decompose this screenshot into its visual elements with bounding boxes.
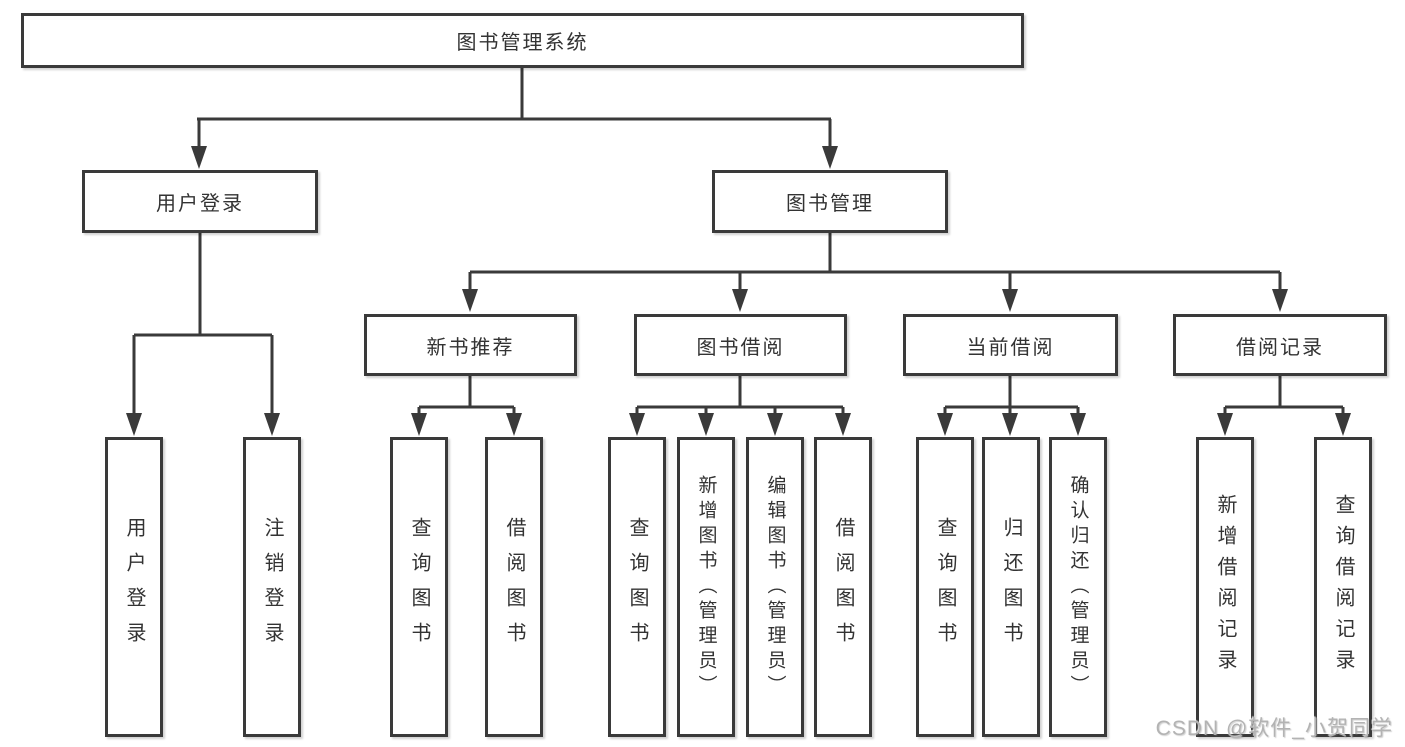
leaf-records-add-label: 新增借阅记录 — [1214, 494, 1236, 680]
node-library-system-label: 图书管理系统 — [456, 32, 589, 54]
leaf-newbooks-query-label: 查询图书 — [408, 517, 430, 657]
leaf-records-add: 新增借阅记录 — [1196, 437, 1254, 737]
leaf-records-query: 查询借阅记录 — [1314, 437, 1372, 737]
leaf-borrowing-query: 查询图书 — [608, 437, 666, 737]
node-current-borrowing: 当前借阅 — [903, 314, 1118, 376]
leaf-newbooks-borrow: 借阅图书 — [485, 437, 543, 737]
node-borrowing-records-label: 借阅记录 — [1236, 336, 1324, 359]
leaf-current-return-book: 归还图书 — [982, 437, 1040, 737]
node-new-book-recommend: 新书推荐 — [364, 314, 577, 376]
leaf-current-confirm-return-admin: 确认归还（管理员） — [1049, 437, 1107, 737]
leaf-logout-label: 注销登录 — [261, 517, 283, 657]
leaf-current-query: 查询图书 — [916, 437, 974, 737]
leaf-borrowing-edit-book-admin: 编辑图书（管理员） — [746, 437, 804, 737]
node-book-management-label: 图书管理 — [786, 193, 874, 215]
node-book-borrowing-label: 图书借阅 — [696, 336, 785, 359]
node-user-login-label: 用户登录 — [156, 193, 244, 215]
leaf-logout: 注销登录 — [243, 437, 301, 737]
leaf-newbooks-query: 查询图书 — [390, 437, 448, 737]
leaf-borrowing-borrow-book: 借阅图书 — [814, 437, 872, 737]
watermark: CSDN @软件_小贺同学 — [1155, 717, 1393, 740]
leaf-current-return-book-label: 归还图书 — [1000, 517, 1022, 657]
leaf-current-query-label: 查询图书 — [934, 517, 956, 657]
node-book-management: 图书管理 — [712, 170, 948, 233]
node-borrowing-records: 借阅记录 — [1173, 314, 1387, 376]
leaf-borrowing-borrow-book-label: 借阅图书 — [832, 517, 854, 657]
node-new-book-recommend-label: 新书推荐 — [426, 336, 515, 359]
leaf-records-query-label: 查询借阅记录 — [1332, 494, 1354, 680]
node-user-login: 用户登录 — [82, 170, 318, 233]
node-current-borrowing-label: 当前借阅 — [966, 336, 1055, 359]
node-library-system: 图书管理系统 — [21, 13, 1024, 68]
leaf-newbooks-borrow-label: 借阅图书 — [503, 517, 525, 657]
leaf-borrowing-edit-book-admin-label: 编辑图书（管理员） — [764, 474, 786, 700]
leaf-borrowing-add-book-admin-label: 新增图书（管理员） — [695, 474, 717, 700]
leaf-user-login: 用户登录 — [105, 437, 163, 737]
node-book-borrowing: 图书借阅 — [634, 314, 847, 376]
leaf-user-login-label: 用户登录 — [123, 517, 145, 657]
leaf-borrowing-query-label: 查询图书 — [626, 517, 648, 657]
leaf-current-confirm-return-admin-label: 确认归还（管理员） — [1067, 474, 1089, 700]
leaf-borrowing-add-book-admin: 新增图书（管理员） — [677, 437, 735, 737]
